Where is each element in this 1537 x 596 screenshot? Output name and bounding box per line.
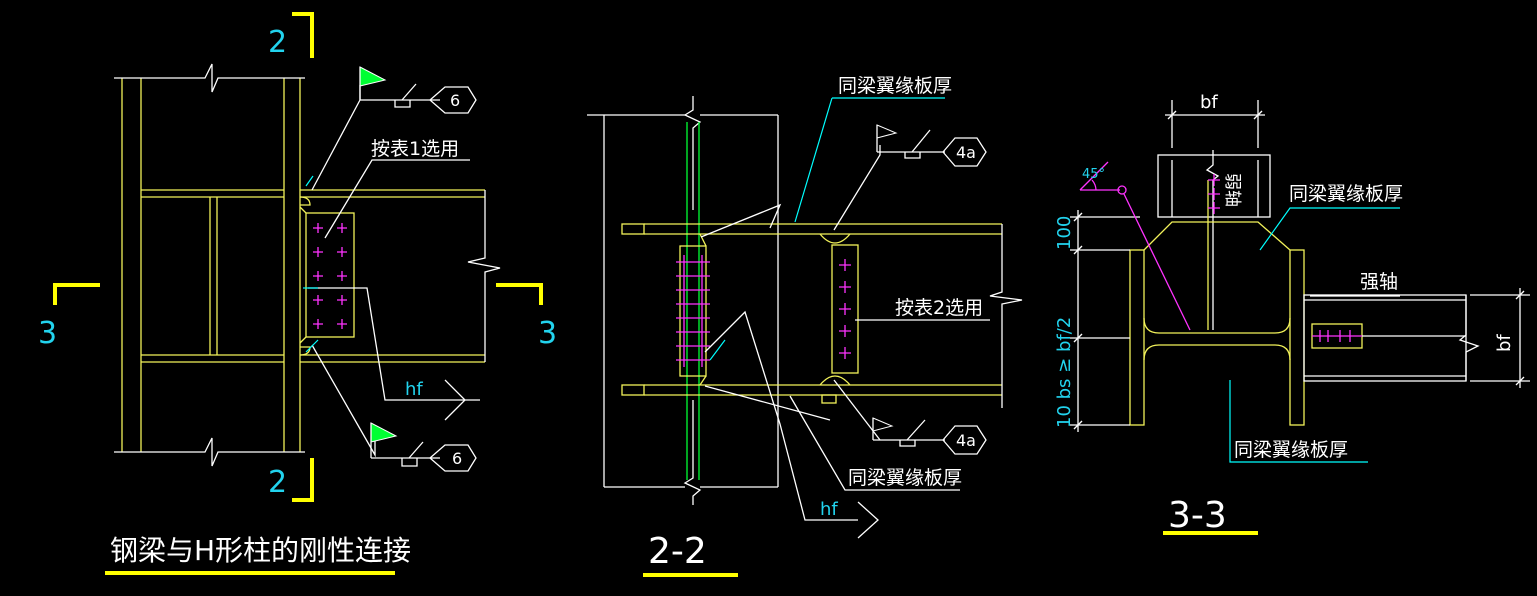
section-3-3-dims xyxy=(1070,100,1530,432)
note-bolts-table1: 按表1选用 xyxy=(371,138,459,160)
angle-indicator xyxy=(1079,161,1191,331)
section-2-2-leaders xyxy=(700,145,990,521)
angle-label: 45° xyxy=(1082,167,1105,182)
dim-bf-top: bf xyxy=(1200,92,1218,113)
strong-axis-label: 强轴 xyxy=(1360,271,1398,293)
weld-arrow-bot xyxy=(305,339,319,353)
weld-hf-2-2: hf xyxy=(820,499,879,539)
section-marker-3-left: 3 xyxy=(38,283,100,351)
title-left: 钢梁与H形柱的刚性连接 xyxy=(110,534,411,567)
weld-hf-label-2-2: hf xyxy=(820,499,838,520)
weld-hf-label-left: hf xyxy=(405,379,423,400)
weld-arrow-top xyxy=(305,175,314,187)
weld-size-top-2-2: 4a xyxy=(956,143,976,162)
dim-bs: 10 bs ≥ bf/2 xyxy=(1054,317,1075,428)
note-top-2-2: 同梁翼缘板厚 xyxy=(838,75,952,97)
weld-hf-left: hf xyxy=(405,379,466,421)
weld-symbol-top-2-2: 4a xyxy=(876,124,987,167)
section-marker-2-top: 2 xyxy=(268,12,314,60)
section-2-bottom-label: 2 xyxy=(268,465,287,500)
weld-size-bottom-2-2: 4a xyxy=(956,431,976,450)
section-3-3-leaders xyxy=(1229,207,1400,463)
section-marker-2-bottom: 2 xyxy=(268,458,314,502)
weld-size-top: 6 xyxy=(450,91,460,110)
weld-size-bottom: 6 xyxy=(452,449,462,468)
section-3-right-label: 3 xyxy=(538,316,557,351)
weld-symbol-bottom-left: 6 xyxy=(370,422,477,472)
note-bottom-2-2: 同梁翼缘板厚 xyxy=(848,467,962,489)
leader-cyan-top xyxy=(794,97,833,223)
note-bottom-3-3: 同梁翼缘板厚 xyxy=(1234,439,1348,461)
note-bolts-table2: 按表2选用 xyxy=(895,297,983,319)
weld-symbol-bottom-2-2: 4a xyxy=(872,417,987,455)
left-bolt-group xyxy=(313,223,347,329)
title-2-2: 2-2 xyxy=(648,531,707,572)
note-top-3-3: 同梁翼缘板厚 xyxy=(1289,183,1403,205)
dim-bf-right: bf xyxy=(1494,334,1515,352)
weld-symbol-top-left: 6 xyxy=(359,66,477,114)
leader-cyan-mid xyxy=(709,339,726,361)
section-3-left-label: 3 xyxy=(38,316,57,351)
section-3-3-bolts xyxy=(1208,174,1362,342)
section-2-2-view xyxy=(587,96,1023,505)
section-2-top-label: 2 xyxy=(268,25,287,60)
section-3-3-view xyxy=(1129,150,1480,426)
title-3-3: 3-3 xyxy=(1168,495,1227,536)
section-2-2-bolts xyxy=(676,255,851,367)
dim-100: 100 xyxy=(1054,216,1075,250)
weak-axis-label: 弱轴 xyxy=(1222,173,1242,207)
section-marker-3-right: 3 xyxy=(496,283,557,351)
left-elevation-view xyxy=(114,63,501,467)
